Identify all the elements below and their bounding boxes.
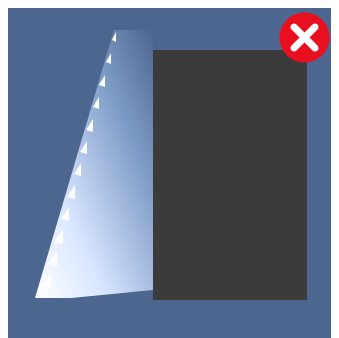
scene-canvas [8,8,331,338]
close-button[interactable] [278,11,331,64]
close-icon [278,11,331,64]
dark-panel [153,50,307,300]
